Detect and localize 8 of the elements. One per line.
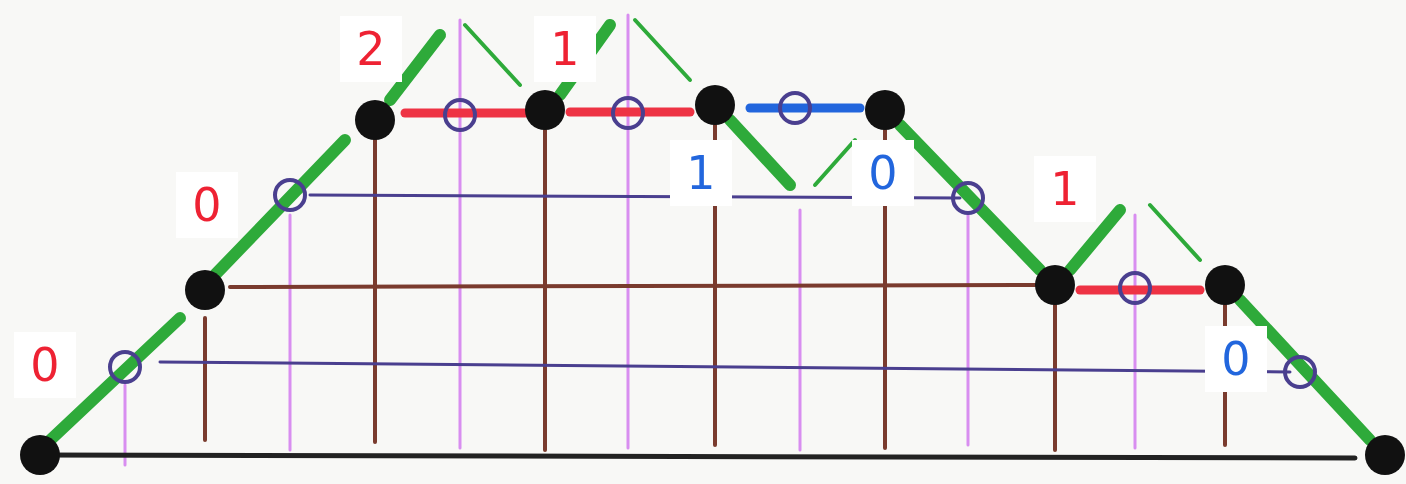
number-label: 1 xyxy=(534,16,596,82)
number-label: 0 xyxy=(176,172,238,238)
number-label: 1 xyxy=(1034,156,1096,222)
number-label: 1 xyxy=(670,140,732,206)
number-label: 2 xyxy=(340,16,402,82)
number-label: 0 xyxy=(14,332,76,398)
number-label: 0 xyxy=(852,140,914,206)
number-label: 0 xyxy=(1205,326,1267,392)
